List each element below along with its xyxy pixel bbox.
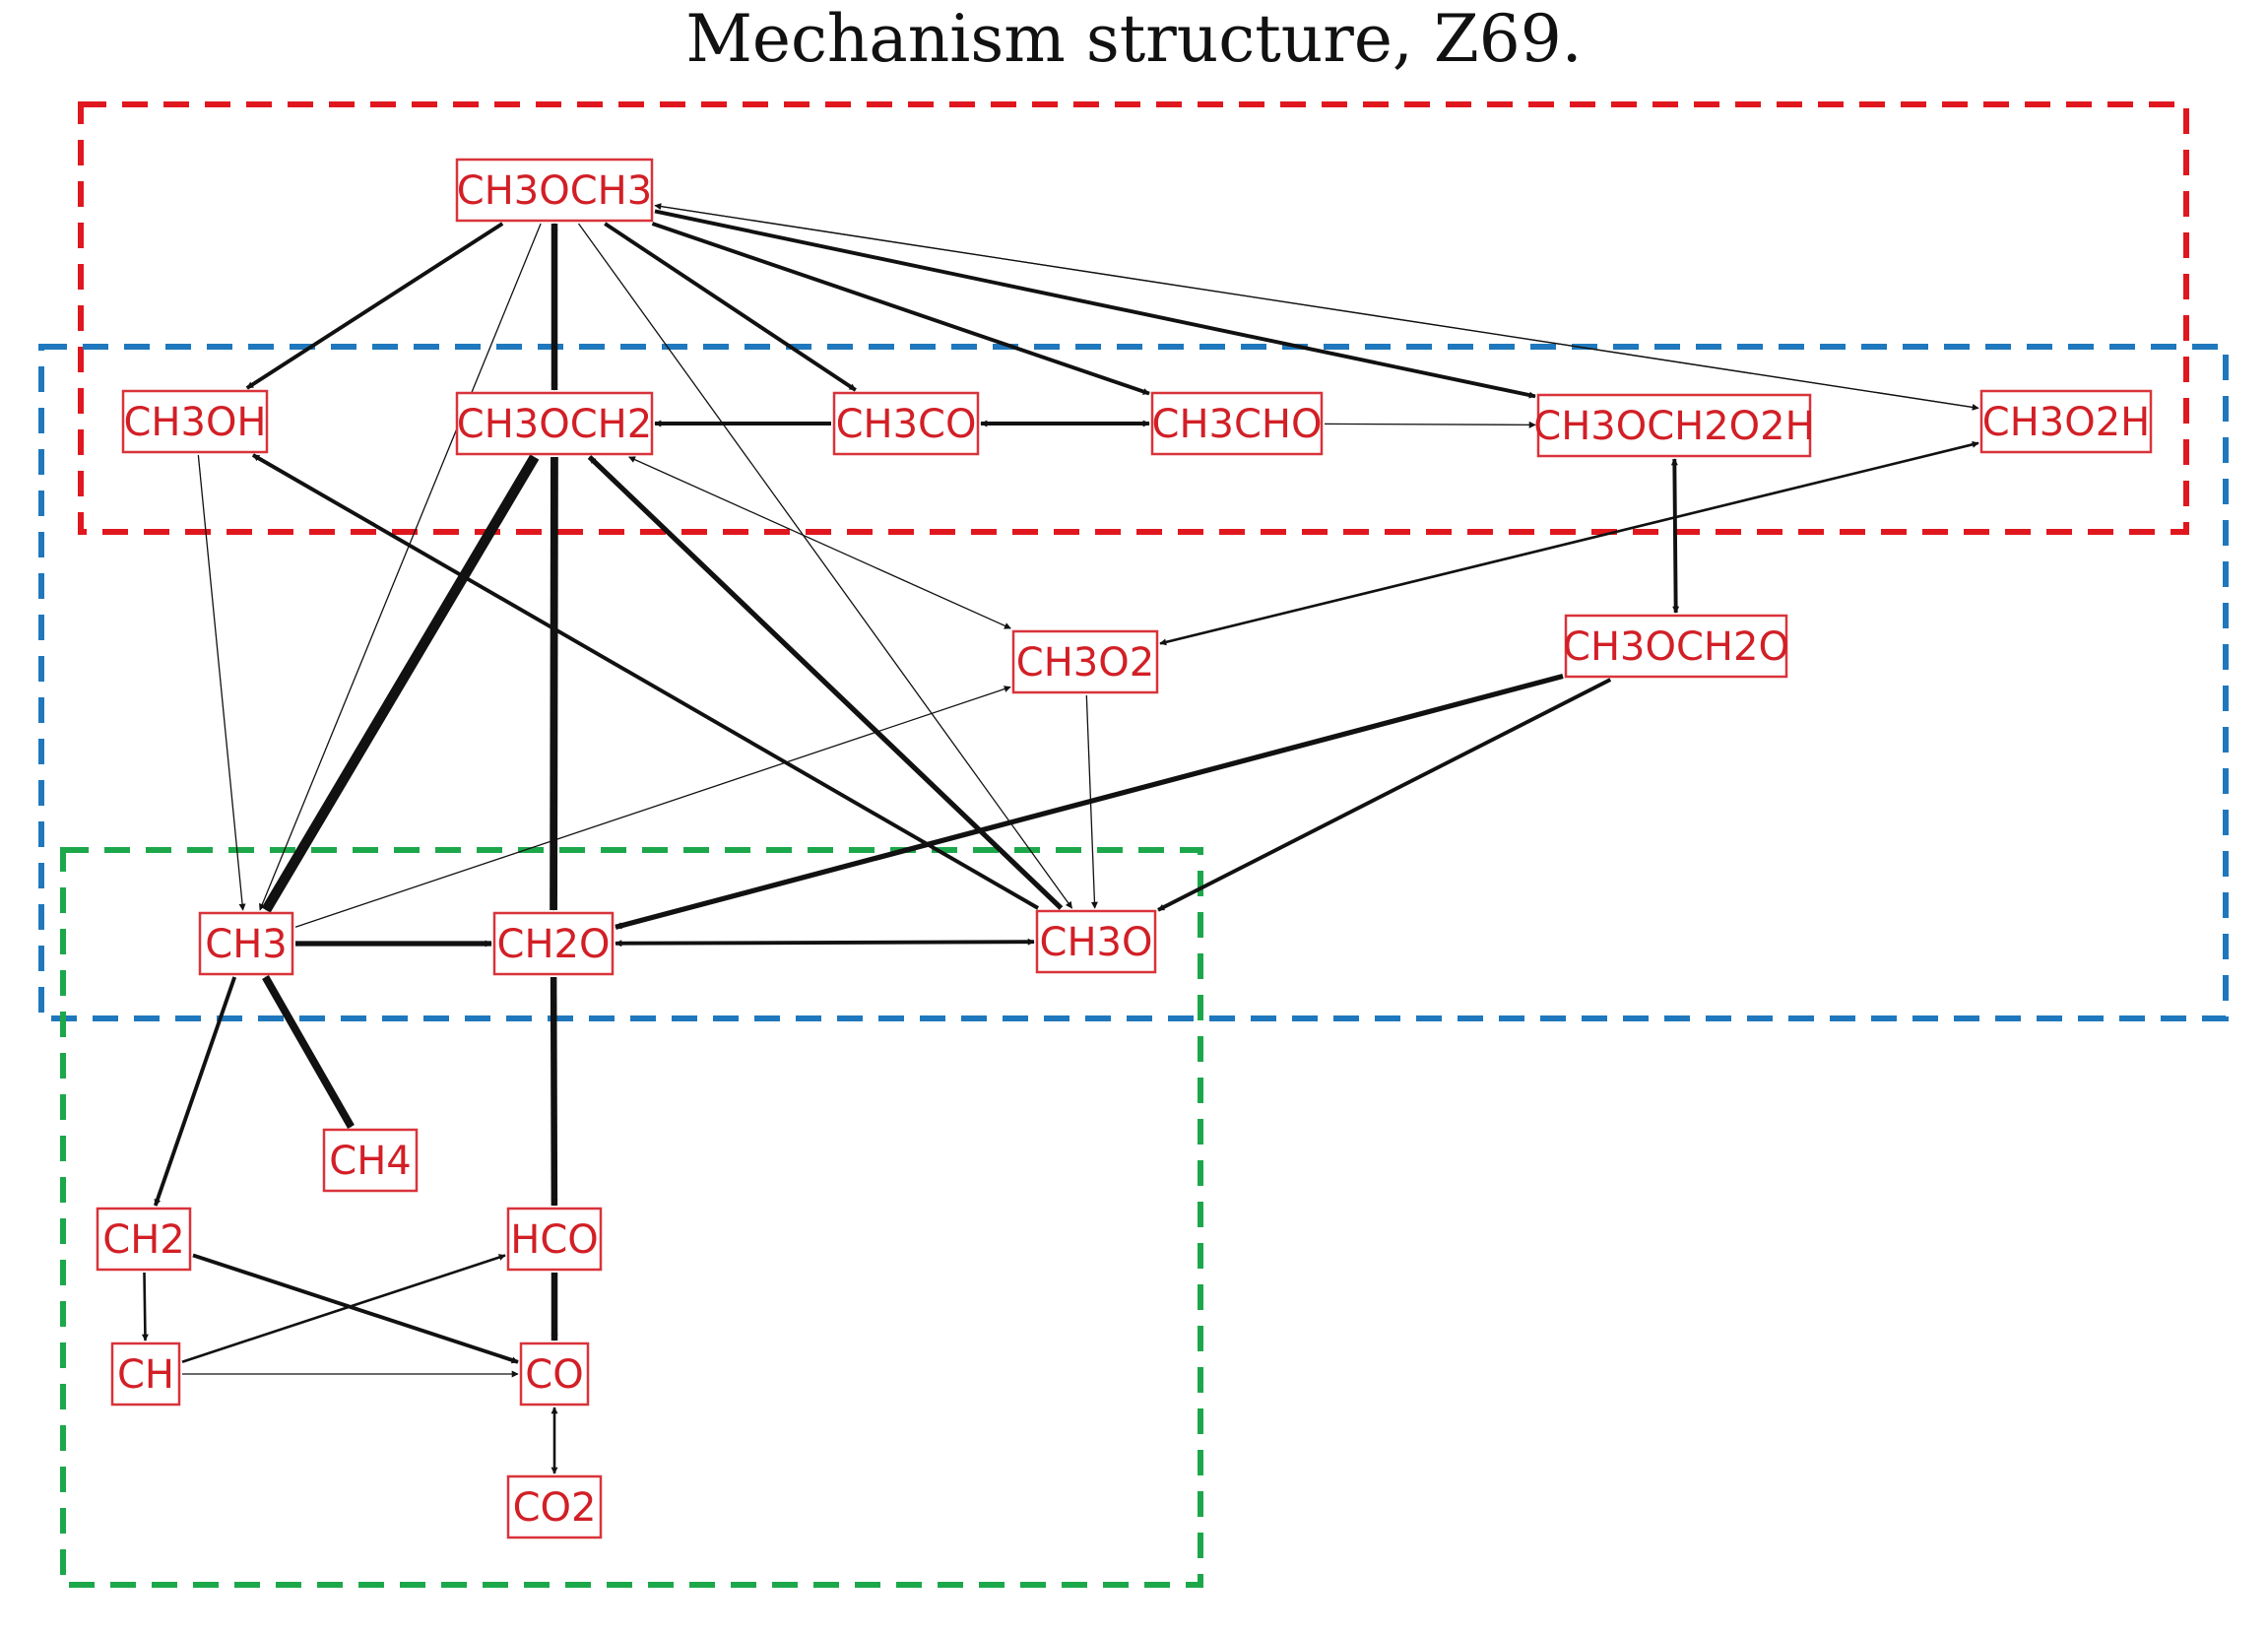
species-label: CH2O: [497, 922, 611, 967]
species-label: HCO: [510, 1217, 599, 1263]
species-box: [1564, 614, 1788, 679]
species-box: [455, 391, 654, 456]
reaction-arrow-ch3och3-to-ch3o2h: [654, 204, 1979, 411]
species-label: CH3CO: [836, 402, 977, 447]
species-node-ch3och2: CH3OCH2: [455, 391, 654, 456]
species-node-co: CO: [519, 1342, 590, 1407]
reaction-arrow-ch3-to-ch2: [153, 976, 237, 1207]
species-label: CH3OCH2O2H: [1533, 404, 1814, 449]
reaction-arrow-ch3-to-ch4: [262, 975, 355, 1129]
species-label: CH3CHO: [1152, 402, 1323, 447]
reaction-arrow-ch3och3-to-ch3och2o2h: [654, 209, 1536, 399]
species-node-hco: HCO: [506, 1207, 603, 1272]
species-node-ch3och3: CH3OCH3: [455, 158, 654, 223]
species-box: [492, 911, 615, 976]
species-label: CH3OCH2O: [1563, 624, 1789, 670]
species-box: [1979, 389, 2153, 454]
species-box: [1536, 393, 1812, 458]
reaction-arrow-ch3o2h-to-ch3o2: [1159, 440, 1979, 646]
reaction-arrow-ch3och2-to-ch3: [261, 454, 540, 913]
species-node-ch3: CH3: [198, 911, 294, 976]
region-red: [78, 101, 2189, 535]
species-box: [96, 1207, 192, 1272]
species-node-ch3och2o: CH3OCH2O: [1563, 614, 1789, 679]
reaction-arrow-ch3och3-to-ch3co: [604, 222, 857, 392]
species-label: CH3O2H: [1982, 400, 2150, 445]
reaction-arrows: [141, 203, 1979, 1474]
species-box: [832, 391, 980, 456]
species-label: CH3O2: [1016, 640, 1154, 686]
reaction-arrow-ch3och2-to-ch2o: [550, 456, 558, 911]
species-box: [198, 911, 294, 976]
reaction-arrow-ch3och2o-to-ch2o: [615, 673, 1564, 930]
species-box: [1035, 909, 1157, 974]
species-box: [519, 1342, 590, 1407]
species-node-ch3cho: CH3CHO: [1150, 391, 1324, 456]
region-green: [60, 847, 1203, 1588]
reaction-arrow-ch3cho-to-ch3och2o2h: [1324, 421, 1536, 428]
species-label: CH: [117, 1352, 174, 1398]
reaction-arrow-ch3och3-to-ch3o: [577, 223, 1073, 909]
reaction-arrow-ch3o-to-ch3och2: [587, 455, 1064, 910]
species-label: CH3OCH2: [457, 402, 652, 447]
species-label: CO2: [513, 1485, 597, 1531]
species-node-ch3o: CH3O: [1035, 909, 1157, 974]
species-node-ch2: CH2: [96, 1207, 192, 1272]
reaction-arrow-ch3och2o-to-ch3o: [1157, 678, 1612, 912]
reaction-arrow-ch2-to-co: [192, 1253, 519, 1364]
species-label: CH3OH: [123, 400, 266, 445]
species-node-ch3o2: CH3O2: [1011, 629, 1159, 694]
species-label: CH2: [102, 1217, 184, 1263]
species-box: [455, 158, 654, 223]
reaction-arrow-ch3-to-ch3o2: [294, 686, 1011, 928]
species-box: [110, 1342, 181, 1407]
region-blue: [38, 344, 2229, 1021]
species-label: CO: [525, 1352, 583, 1398]
reaction-arrow-ch3och3-to-ch3: [259, 223, 542, 911]
reaction-arrow-ch3och2-to-ch3o2: [628, 456, 1011, 629]
species-node-ch3oh: CH3OH: [121, 389, 269, 454]
species-box: [121, 389, 269, 454]
reaction-arrow-ch3oh-to-ch3: [197, 454, 246, 911]
species-label: CH3OCH3: [457, 168, 652, 214]
reaction-arrow-ch-to-hco: [181, 1254, 506, 1364]
reaction-arrow-ch2-to-ch: [141, 1272, 149, 1342]
reaction-arrow-ch3och2o2h-to-ch3och2o: [1670, 458, 1680, 614]
species-label: CH3O: [1040, 920, 1153, 965]
species-box: [1150, 391, 1324, 456]
species-node-ch3och2o2h: CH3OCH2O2H: [1533, 393, 1815, 458]
species-label: CH4: [329, 1139, 411, 1184]
species-node-ch: CH: [110, 1342, 181, 1407]
diagram-title: Mechanism structure, Z69.: [685, 1, 1583, 77]
species-label: CH3: [205, 922, 287, 967]
species-node-ch2o: CH2O: [492, 911, 615, 976]
species-box: [506, 1474, 603, 1539]
reaction-arrow-ch2o-to-hco: [550, 976, 558, 1207]
species-box: [322, 1128, 419, 1193]
species-node-co2: CO2: [506, 1474, 603, 1539]
species-node-ch3co: CH3CO: [832, 391, 980, 456]
species-node-ch4: CH4: [322, 1128, 419, 1193]
reaction-arrow-ch3o-to-ch3oh: [251, 453, 1040, 910]
reaction-arrow-ch3o-to-ch2o: [615, 938, 1035, 948]
species-box: [506, 1207, 603, 1272]
reaction-arrow-ch3och3-to-ch3cho: [651, 222, 1150, 396]
species-node-ch3o2h: CH3O2H: [1979, 389, 2153, 454]
reaction-arrow-ch3och3-to-ch3oh: [245, 222, 504, 390]
species-box: [1011, 629, 1159, 694]
